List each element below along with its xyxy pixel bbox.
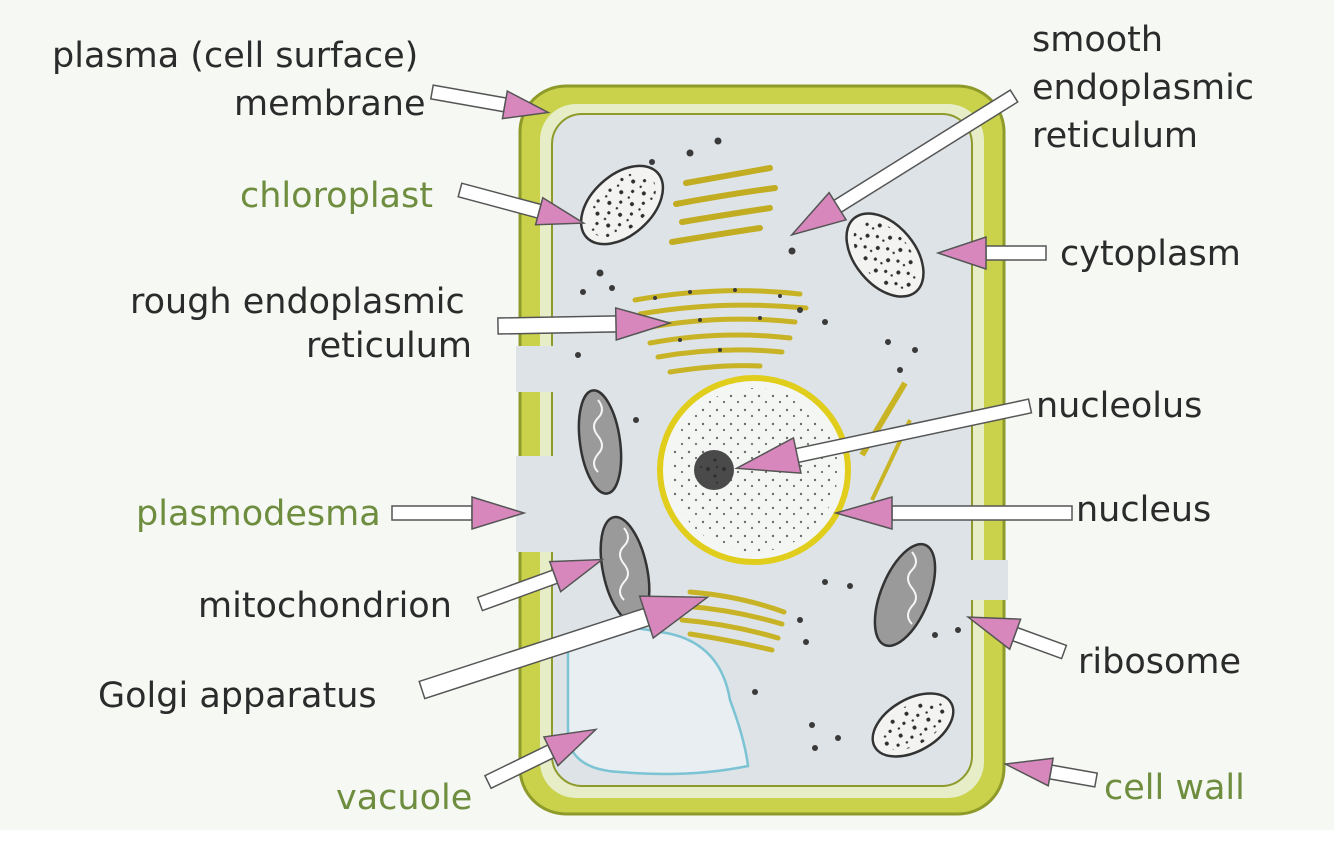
label-vacuole: vacuole <box>336 778 473 818</box>
chloroplast-organelle <box>579 164 955 758</box>
label-nucleolus: nucleolus <box>1036 386 1203 426</box>
label-cytoplasm: cytoplasm <box>1060 234 1241 274</box>
nucleolus-organelle <box>694 450 734 490</box>
label-mitochondrion: mitochondrion <box>198 586 452 626</box>
label-ribosome: ribosome <box>1078 642 1242 682</box>
label-plasma-membrane-line2: membrane <box>234 84 426 124</box>
label-smooth-er-line2: endoplasmic <box>1032 68 1255 108</box>
plasmodesma-gap-2 <box>516 456 556 552</box>
label-smooth-er-line1: smooth <box>1032 20 1164 60</box>
label-golgi-apparatus: Golgi apparatus <box>98 676 377 716</box>
plasmodesma-gap-right <box>968 560 1008 600</box>
label-smooth-er-line3: reticulum <box>1032 116 1199 156</box>
label-rough-er-line1: rough endoplasmic <box>130 282 465 322</box>
label-plasma-membrane-line1: plasma (cell surface) <box>52 36 419 76</box>
smooth-er-organelle <box>669 165 778 245</box>
label-chloroplast: chloroplast <box>240 176 433 216</box>
label-plasmodesma: plasmodesma <box>136 494 381 534</box>
label-nucleus: nucleus <box>1076 490 1212 530</box>
label-rough-er-line2: reticulum <box>306 326 473 366</box>
label-arrows <box>391 84 1099 790</box>
plasmodesma-gap-1 <box>516 346 556 392</box>
label-cell-wall: cell wall <box>1104 768 1245 808</box>
